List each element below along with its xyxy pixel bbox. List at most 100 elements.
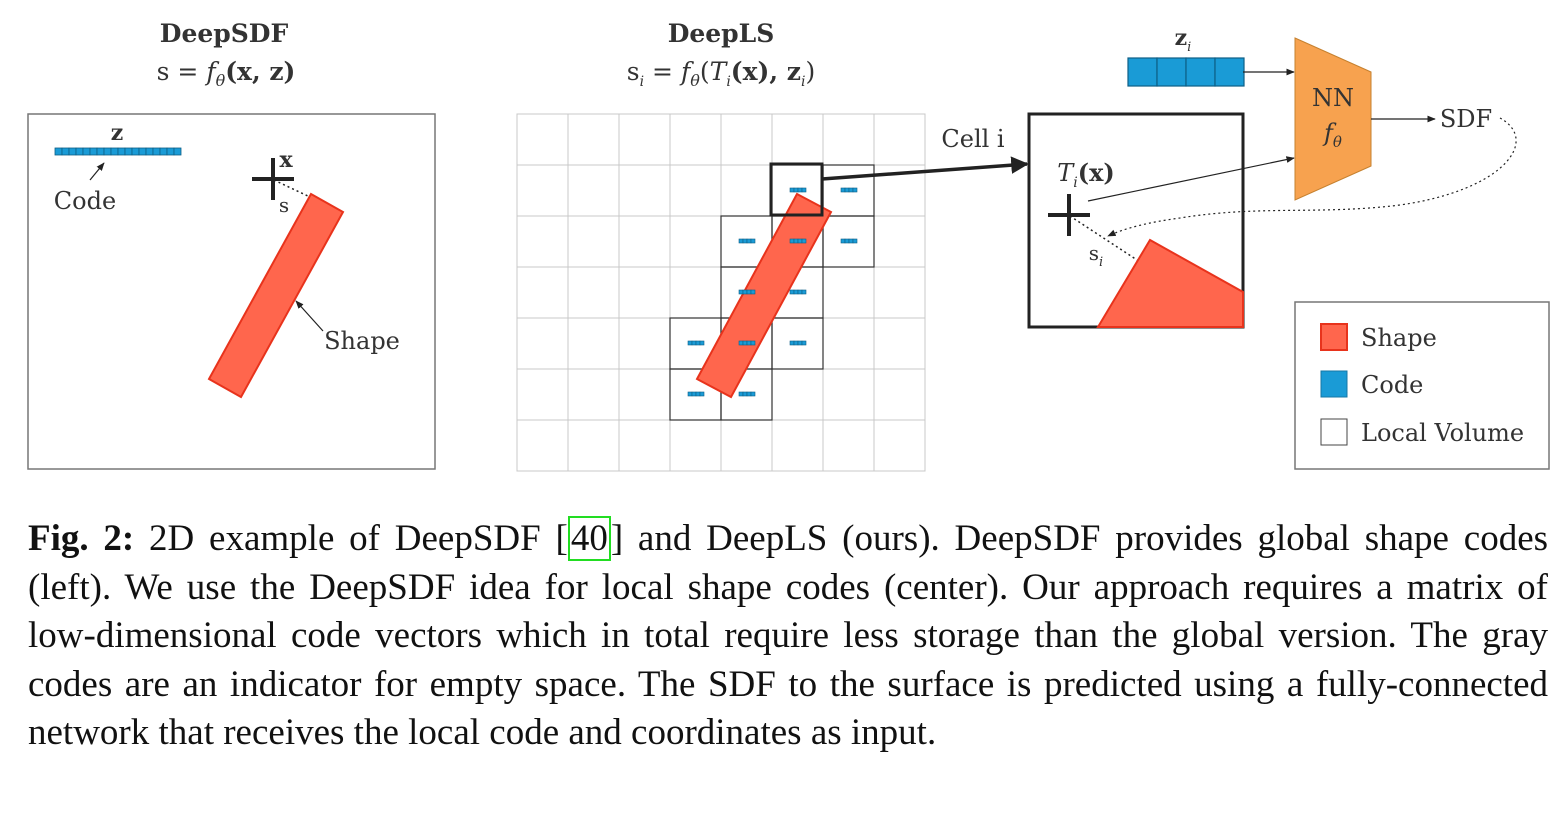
- citation-link[interactable]: 40: [567, 516, 611, 561]
- code-cell: [124, 147, 133, 156]
- grid-cell: [873, 215, 926, 268]
- grid-cell: [567, 317, 620, 370]
- deepls-panel: DeepLS si = fθ(Ti(x), zi) Cell i: [516, 19, 1029, 472]
- grid-cell: [669, 266, 722, 319]
- code-pointer-arrow: [89, 162, 105, 181]
- local-sdf-line: [1069, 215, 1138, 261]
- deepsdf-frame: [27, 113, 436, 470]
- grid-cell: [822, 266, 875, 319]
- sdf-output-label: SDF: [1440, 105, 1492, 133]
- zi-code-cell: [1185, 57, 1216, 87]
- code-label: Code: [54, 187, 116, 215]
- grid-cell: [822, 419, 875, 472]
- shape-bar-local: [695, 192, 833, 399]
- deepls-title: DeepLS: [668, 19, 775, 48]
- code-cell: [82, 147, 91, 156]
- grid-cell: [669, 419, 722, 472]
- zi-code-cell: [1127, 57, 1158, 87]
- grid-cell: [669, 164, 722, 217]
- local-code-icon: [738, 340, 756, 346]
- grid-cell: [873, 266, 926, 319]
- shape-label: Shape: [324, 327, 400, 355]
- local-code-input-vector: [1127, 57, 1245, 87]
- local-volume-swatch: [1320, 418, 1348, 446]
- deepls-formula: si = fθ(Ti(x), zi): [627, 57, 815, 92]
- local-sdf-label: si: [1089, 241, 1103, 270]
- caption-label: Fig. 2:: [28, 518, 135, 559]
- grid-cell: [771, 113, 824, 166]
- local-code-icon: [789, 340, 807, 346]
- grid-cell: [567, 419, 620, 472]
- local-code-icon: [789, 289, 807, 295]
- grid-cell: [516, 317, 569, 370]
- code-cell: [96, 147, 105, 156]
- grid-cell: [873, 419, 926, 472]
- grid-cell: [720, 419, 773, 472]
- grid-cell: [669, 215, 722, 268]
- grid-cell: [822, 317, 875, 370]
- grid-cell: [873, 368, 926, 421]
- grid-cell: [873, 113, 926, 166]
- highlighted-cell-i: [769, 162, 824, 217]
- transform-to-nn-arrow: [1087, 156, 1295, 202]
- legend-code-label: Code: [1361, 371, 1423, 399]
- grid-cell: [516, 164, 569, 217]
- query-point-cross: [252, 158, 294, 200]
- sdf-distance-line: [273, 179, 313, 199]
- global-code-vector: [54, 147, 182, 156]
- local-volume-cell: [822, 215, 875, 268]
- shape-zoomed: [1096, 238, 1244, 328]
- code-cell: [138, 147, 147, 156]
- code-cell: [61, 147, 70, 156]
- grid-cell: [618, 419, 671, 472]
- grid-cell: [567, 164, 620, 217]
- code-swatch: [1320, 370, 1348, 398]
- code-cell: [75, 147, 84, 156]
- nn-label: NN: [1312, 84, 1354, 112]
- local-volume-grid: [516, 113, 926, 472]
- zi-code-cell: [1156, 57, 1187, 87]
- code-cell: [68, 147, 77, 156]
- code-cell: [152, 147, 161, 156]
- caption-cite-open: [: [555, 518, 568, 559]
- grid-cell: [669, 113, 722, 166]
- local-code-icon: [687, 340, 705, 346]
- local-code-icon: [738, 391, 756, 397]
- code-cell: [54, 147, 63, 156]
- grid-cell: [516, 368, 569, 421]
- grid-cell: [567, 266, 620, 319]
- grid-cell: [567, 113, 620, 166]
- detail-panel: Ti(x) si zi NN fθ SDF Shape Code Local V: [1027, 25, 1550, 470]
- grid-cell: [567, 368, 620, 421]
- grid-cell: [516, 266, 569, 319]
- code-cell: [117, 147, 126, 156]
- grid-cell: [516, 215, 569, 268]
- shape-bar-global: [207, 192, 345, 399]
- caption-text-after: and DeepLS (ours). DeepSDF provides glob…: [28, 518, 1549, 753]
- local-code-icon: [789, 238, 807, 244]
- code-cell: [159, 147, 168, 156]
- grid-cell: [720, 164, 773, 217]
- transform-label: Ti(x): [1057, 158, 1115, 191]
- local-code-icon: [738, 238, 756, 244]
- local-code-vectors: [687, 187, 858, 397]
- shape-swatch: [1320, 323, 1348, 351]
- local-code-icon: [687, 391, 705, 397]
- figure-caption: Fig. 2: 2D example of DeepSDF [40] and D…: [28, 515, 1548, 758]
- grid-cell: [873, 317, 926, 370]
- grid-cell: [720, 113, 773, 166]
- grid-cell: [618, 164, 671, 217]
- query-point-label: x: [279, 147, 293, 173]
- cell-zoom-arrow: [821, 156, 1029, 181]
- grid-cell: [618, 113, 671, 166]
- figure-diagram: DeepSDF s = fθ(x, z) z Code x s Shape De…: [27, 19, 1550, 472]
- global-code-label: z: [111, 120, 124, 146]
- legend-shape-label: Shape: [1361, 324, 1437, 352]
- sdf-value-label: s: [279, 193, 289, 217]
- code-cell: [145, 147, 154, 156]
- grid-cell: [516, 113, 569, 166]
- local-code-icon: [738, 289, 756, 295]
- grid-cell: [618, 266, 671, 319]
- legend-local-volume-label: Local Volume: [1361, 419, 1524, 447]
- cell-i-label: Cell i: [941, 125, 1005, 153]
